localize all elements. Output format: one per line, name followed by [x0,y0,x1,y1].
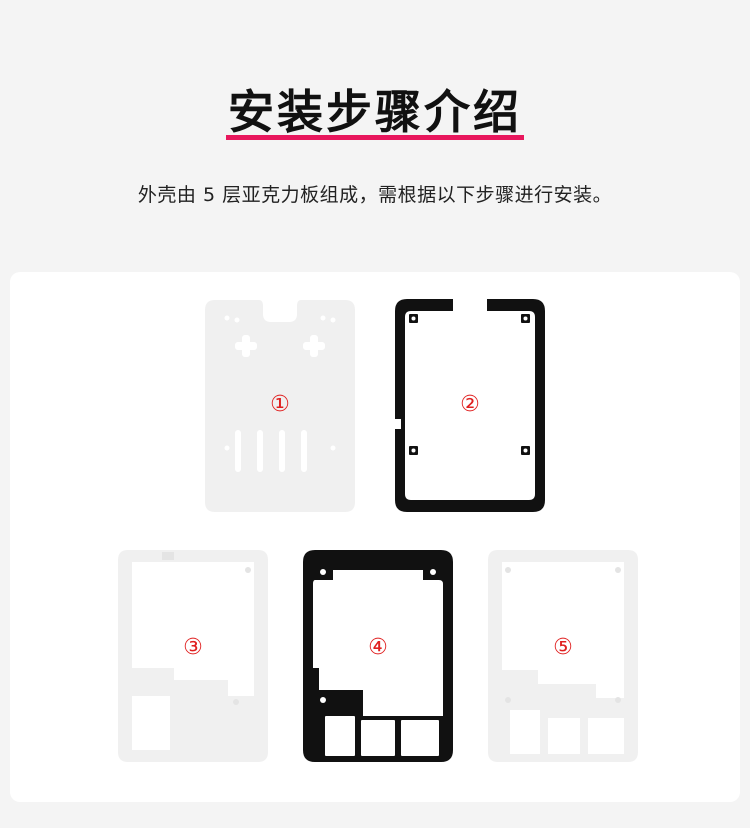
layer-2-number: ② [460,392,480,417]
layer-2-plate: ② [395,299,545,512]
title-wrap: 安装步骤介绍 [0,84,750,140]
layer-1-number: ① [270,392,290,417]
page-subtitle: 外壳由 5 层亚克力板组成，需根据以下步骤进行安装。 [137,184,613,206]
layers-panel: ① ② [10,272,740,802]
layer-5-plate: ⑤ [488,550,638,762]
layer-1-shape [205,300,355,512]
layer-4-plate: ④ [303,550,453,762]
layer-4-number: ④ [368,635,388,660]
layer-5-shape [488,550,638,762]
layer-2-shape [395,299,545,512]
layer-5-number: ⑤ [553,635,573,660]
layer-3-plate: ③ [118,550,268,762]
title-underline [226,135,524,140]
layer-1-plate: ① [205,300,355,512]
page-title-text: 安装步骤介绍 [228,85,522,139]
layer-4-shape [303,550,453,762]
layer-3-number: ③ [183,635,203,660]
page-title: 安装步骤介绍 [226,84,524,140]
layer-3-shape [118,550,268,762]
